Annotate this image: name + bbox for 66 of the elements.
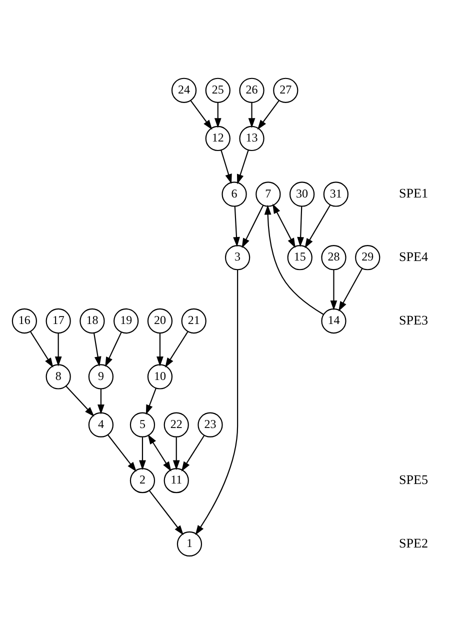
arrow — [172, 437, 180, 470]
node-circle: 29 — [355, 245, 380, 270]
node-circle: 6 — [222, 182, 247, 207]
arrow — [257, 100, 280, 130]
arrow — [330, 270, 338, 310]
node-circle: 28 — [321, 245, 346, 270]
arrow — [146, 388, 156, 415]
label: SPE2 — [398, 535, 428, 550]
node-circle: 2 — [130, 468, 156, 494]
node-circle: 18 — [80, 308, 105, 334]
node-circle: 27 — [273, 78, 298, 103]
arrow — [165, 332, 188, 368]
node-circle: 5 — [130, 412, 156, 438]
node-circle: 16 — [12, 308, 38, 334]
arrow — [220, 150, 232, 184]
node-circle: 11 — [164, 468, 189, 494]
arrow — [148, 490, 184, 536]
node-circle: 26 — [239, 78, 264, 103]
arrow — [181, 435, 204, 472]
node-circle: 30 — [289, 182, 315, 207]
node-circle: 13 — [239, 126, 264, 152]
arrow — [195, 270, 238, 536]
node-circle: 14 — [321, 308, 346, 334]
node-circle: 4 — [88, 412, 114, 438]
arrow — [304, 204, 331, 248]
node-circle: 31 — [323, 182, 348, 207]
node-circle: 9 — [88, 364, 114, 390]
arrow — [107, 434, 136, 472]
node-circle: 10 — [147, 364, 173, 390]
arrow — [54, 333, 62, 366]
arrow — [272, 204, 296, 248]
node-circle: 12 — [205, 126, 230, 152]
label: SPE5 — [398, 472, 428, 487]
node-circle: 20 — [147, 308, 173, 334]
arrow — [66, 386, 94, 417]
node-circle: 22 — [164, 412, 189, 438]
arrow — [156, 333, 164, 366]
node-circle: 24 — [171, 78, 197, 103]
arrow — [242, 205, 264, 248]
arrow — [233, 206, 240, 247]
arrow — [148, 434, 172, 472]
arrow — [139, 437, 146, 470]
arrow — [297, 206, 304, 247]
node-circle: 19 — [114, 308, 139, 334]
arrow — [93, 332, 102, 366]
node-circle: 17 — [46, 308, 71, 334]
arrow — [236, 150, 249, 184]
arrow — [190, 100, 212, 130]
node-circle: 3 — [225, 245, 250, 270]
node-circle: 8 — [46, 364, 71, 390]
label: SPE4 — [398, 249, 428, 264]
node-circle: 23 — [198, 412, 223, 438]
node-circle: 21 — [181, 308, 206, 334]
node-circle: 25 — [205, 78, 230, 103]
arrow — [338, 268, 363, 312]
arrow — [98, 388, 104, 414]
node-circle: 7 — [256, 182, 281, 207]
arrow — [30, 332, 54, 368]
arrow — [248, 102, 256, 128]
label: SPE1 — [398, 186, 428, 201]
node-circle: 1 — [176, 531, 202, 557]
arrow — [264, 204, 324, 315]
label: SPE3 — [398, 312, 428, 328]
arrow — [214, 102, 222, 128]
arrow — [105, 332, 122, 367]
node-circle: 15 — [287, 245, 312, 270]
